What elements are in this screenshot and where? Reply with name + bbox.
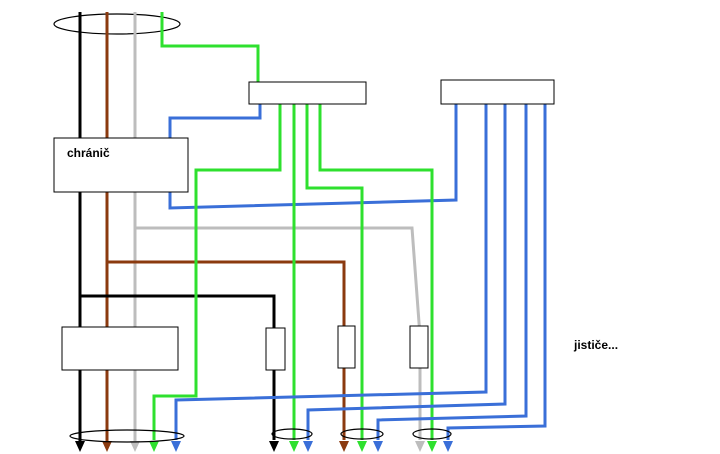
- rcd-box: [53, 137, 189, 193]
- terminal-block-n: [440, 79, 555, 105]
- wire-green-1: [152, 104, 282, 440]
- wire-brown-branch: [107, 260, 346, 440]
- arrow-black-main: [75, 441, 85, 452]
- wire-green-pe-main: [160, 12, 260, 82]
- arrow-blue-3: [373, 441, 383, 452]
- rcd-label: chránič: [67, 146, 110, 160]
- terminal-block-pe: [248, 81, 367, 105]
- wire-blue-4: [446, 104, 547, 440]
- wire-blue-2: [306, 104, 507, 440]
- bottom-cable-ellipse-main: [69, 429, 185, 443]
- arrow-blue-1: [171, 441, 181, 452]
- arrow-brown-2: [339, 441, 349, 452]
- wire-blue-rcd-out: [168, 104, 458, 210]
- arrow-green-4: [427, 441, 437, 452]
- circuit-breaker-2: [337, 325, 356, 369]
- blue-distribution-wires: [174, 104, 547, 440]
- incoming-wires: [78, 12, 137, 448]
- wire-green-4: [318, 104, 434, 440]
- arrow-brown-main: [102, 441, 112, 452]
- wire-blue-3: [376, 104, 528, 440]
- arrow-blue-4: [443, 441, 453, 452]
- bottom-cable-ellipse-2: [271, 428, 313, 440]
- wire-arrows: [75, 441, 453, 452]
- arrow-gray-2: [415, 441, 425, 452]
- wire-green-3: [305, 104, 364, 440]
- arrow-green-3: [357, 441, 367, 452]
- wire-blue-1: [174, 104, 488, 440]
- circuit-breaker-1: [265, 327, 286, 371]
- top-cable-ellipse: [53, 13, 181, 35]
- arrow-blue-2: [303, 441, 313, 452]
- main-breaker-box: [61, 326, 179, 371]
- wire-gray-branch: [135, 226, 422, 440]
- wire-blue-rcd-in: [168, 104, 262, 138]
- arrow-black-2: [269, 441, 279, 452]
- arrow-gray-main: [130, 441, 140, 452]
- breakers-label: jističe...: [573, 338, 618, 352]
- bottom-cable-ellipse-3: [340, 428, 384, 440]
- arrow-green-1: [149, 441, 159, 452]
- wire-black-branch: [80, 294, 276, 440]
- circuit-breaker-3: [409, 325, 429, 369]
- bottom-cable-ellipse-4: [412, 428, 452, 440]
- arrow-green-2: [289, 441, 299, 452]
- green-distribution-wires: [152, 104, 434, 440]
